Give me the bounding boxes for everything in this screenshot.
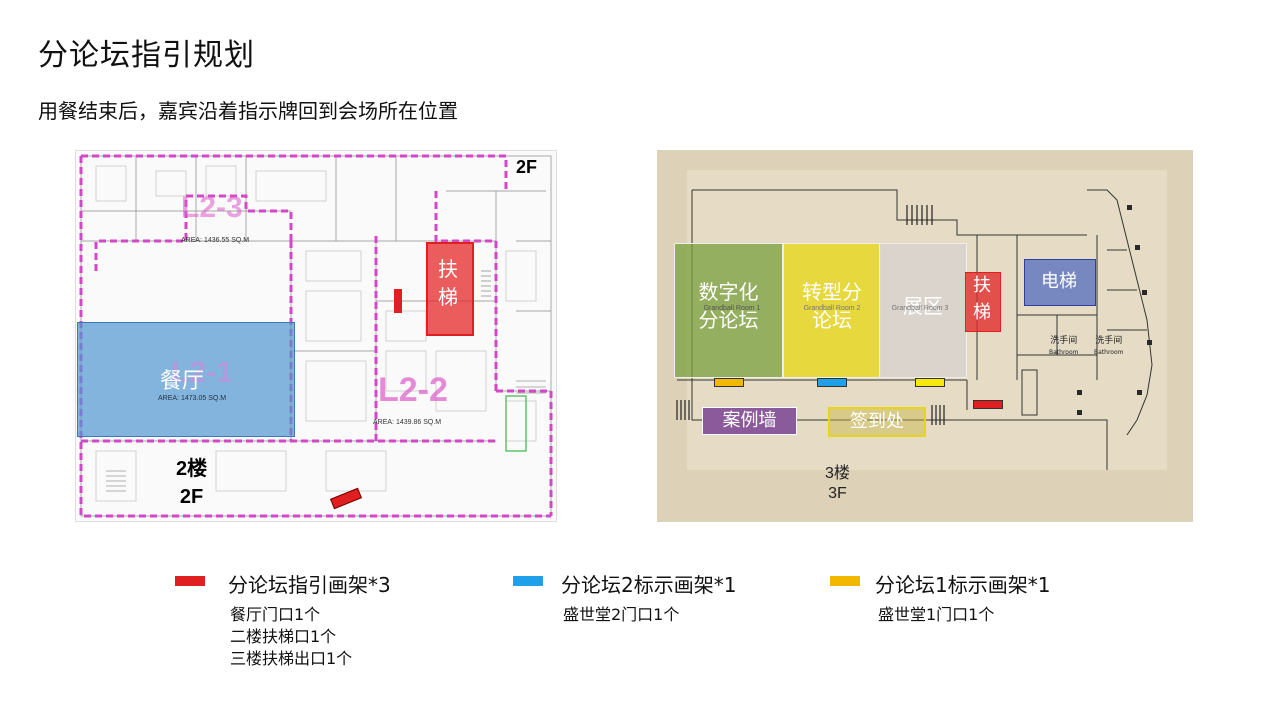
bathroom-2-label: 洗手间 Bathroom [1094, 336, 1124, 356]
dining-label: 餐厅 [160, 369, 205, 394]
page-subtitle: 用餐结束后，嘉宾沿着指示牌回到会场所在位置 [38, 99, 458, 123]
floor-label-3f: 3楼 3F [825, 465, 850, 502]
forum1-rack-marker [714, 378, 744, 387]
escalator-3f-label: 扶 梯 [973, 275, 991, 323]
bathroom-1-label: 洗手间 Bathroom [1049, 336, 1079, 356]
legend-yellow-label: 分论坛1标示画架*1 [875, 573, 1051, 597]
floor-plan-3f: 数字化 分论坛 转型分 论坛 展区 扶 梯 电梯 案例墙 签到处 Grandba… [657, 150, 1193, 522]
zone-l2-3-label: L2-3 [181, 191, 243, 224]
case-wall-label: 案例墙 [702, 407, 797, 435]
escalator-3f-highlight [965, 272, 1001, 332]
expo-rack-marker [915, 378, 945, 387]
guide-rack-escalator-2f [394, 289, 402, 313]
floor-label-2f: 2楼 2F [176, 458, 208, 508]
legend-blue-notes: 盛世堂2门口1个 [563, 605, 680, 624]
page-title: 分论坛指引规划 [38, 38, 255, 73]
dining-zone-highlight [77, 322, 295, 437]
grandball-room-2-label: Grandball Room 2 [803, 305, 861, 312]
floor-tag-2f: 2F [516, 157, 538, 177]
escalator-2f-label: 扶 梯 [438, 257, 458, 309]
grandball-room-3-label: Grandball Room 3 [891, 305, 949, 312]
zone-l2-2-label: L2-2 [378, 371, 448, 409]
zone-l2-1-label: L2-1 [171, 356, 233, 389]
area-l2-3: AREA: 1436.55 SQ.M [181, 237, 250, 244]
legend-blue-swatch [513, 576, 543, 586]
escalator-2f-highlight [426, 242, 474, 336]
legend-red-notes: 餐厅门口1个 二楼扶梯口1个 三楼扶梯出口1个 [230, 605, 353, 668]
area-l2-1: AREA: 1473.05 SQ.M [158, 395, 227, 402]
legend-blue-label: 分论坛2标示画架*1 [561, 573, 737, 597]
elevator-highlight [1024, 259, 1096, 306]
legend-red-label: 分论坛指引画架*3 [228, 573, 391, 597]
sign-in-desk-label: 签到处 [828, 407, 926, 437]
forum2-rack-marker [817, 378, 847, 387]
room-transformation-forum: 转型分 论坛 [783, 243, 881, 378]
floor-plan-2f-linework [79, 154, 553, 518]
elevator-label: 电梯 [1041, 271, 1077, 292]
legend-red-swatch [175, 576, 205, 586]
room-digital-forum: 数字化 分论坛 [674, 243, 783, 378]
legend-yellow-notes: 盛世堂1门口1个 [878, 605, 995, 624]
guide-rack-escalator-3f [973, 400, 1003, 409]
floor-plan-2f: L2-3 AREA: 1436.55 SQ.M L2-1 AREA: 1473.… [75, 150, 557, 522]
legend-yellow-swatch [830, 576, 860, 586]
grandball-room-1-label: Grandball Room 1 [703, 305, 761, 312]
room-exhibition-area: 展区 [879, 243, 967, 378]
area-l2-2: AREA: 1439.86 SQ.M [373, 419, 442, 426]
